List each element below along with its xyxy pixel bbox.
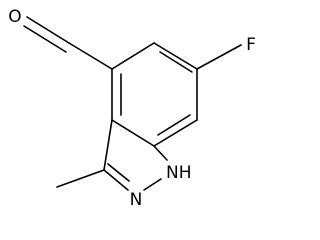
benzene-ring — [111, 42, 198, 147]
bond-c-o-outer — [26, 16, 70, 44]
bond-c-f — [196, 44, 242, 70]
bond-ring-c5-c6-inner — [159, 51, 193, 73]
bond-n-c3-inner — [107, 163, 130, 182]
bond-ring-c7-c7a-inner — [157, 114, 191, 136]
bond-c-cho — [68, 42, 113, 70]
bond-ring-c7a-c3a — [111, 119, 155, 147]
bond-c-o-inner — [23, 25, 67, 53]
bond-nh-n — [143, 178, 162, 191]
bond-c3-c3a — [103, 119, 113, 171]
fluorine-atom-label: F — [246, 35, 256, 55]
bond-ring-c5-c6 — [153, 42, 198, 70]
nh-atom-label: NH — [166, 163, 192, 183]
bond-c7a-nh — [153, 145, 168, 161]
oxygen-atom-label: O — [8, 7, 21, 27]
pyrazole-ring — [103, 119, 168, 191]
molecule-structure: O F NH N — [8, 7, 256, 210]
aldehyde-group — [23, 16, 113, 70]
nitrogen-atom-label: N — [130, 190, 143, 210]
bond-methyl — [56, 169, 105, 188]
bond-ring-c7-c7a — [153, 119, 198, 147]
bond-ring-c4-c5 — [111, 42, 155, 70]
bond-n-c3-outer — [103, 169, 129, 191]
